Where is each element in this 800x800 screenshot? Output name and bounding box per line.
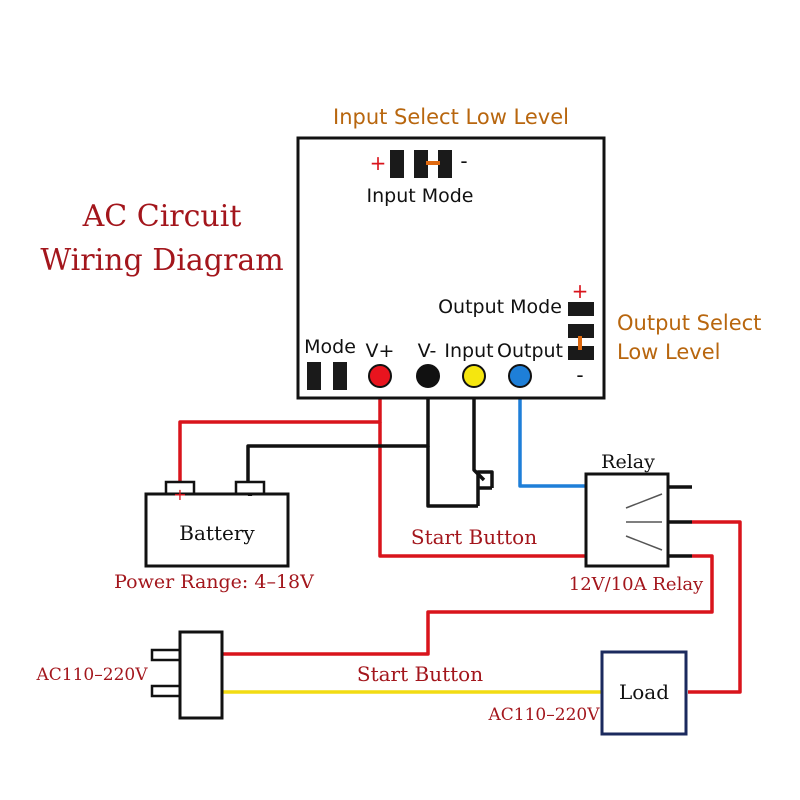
start-button-switch xyxy=(476,470,494,506)
input-mode-minus: - xyxy=(460,149,467,173)
mode-label: Mode xyxy=(304,336,356,358)
output-select-line2: Low Level xyxy=(617,340,720,364)
plug-voltage-label: AC110–220V xyxy=(36,665,149,685)
load-label: Load xyxy=(619,680,669,704)
module-body xyxy=(296,136,606,400)
title-line1: AC Circuit xyxy=(82,199,242,234)
plug-prong-bottom xyxy=(150,684,184,698)
battery-body xyxy=(144,492,290,568)
start-button-label: Start Button xyxy=(411,525,537,549)
output-jumper-pin-3 xyxy=(568,346,594,360)
input-mode-label: Input Mode xyxy=(366,185,473,207)
battery-minus-sign: - xyxy=(247,485,253,504)
wire-relay-plug xyxy=(222,554,714,656)
input-jumper-pin-1 xyxy=(390,150,404,178)
wire-vplus-battery xyxy=(178,388,382,488)
power-plug: AC110–220V xyxy=(36,630,224,720)
output-jumper-pin-1 xyxy=(568,302,594,316)
wire-vplus-relay xyxy=(378,422,590,558)
input-jumper-pin-3 xyxy=(438,150,452,178)
wires xyxy=(178,388,742,694)
battery: + - Battery xyxy=(144,480,290,568)
battery-label: Battery xyxy=(179,521,255,545)
relay: Relay 12V/10A Relay xyxy=(569,451,704,595)
load-voltage-label: AC110–220V xyxy=(488,705,601,725)
output-select-line1: Output Select xyxy=(617,311,761,335)
relay-contact-symbol xyxy=(625,493,663,551)
terminal-output xyxy=(508,364,532,388)
mode-switch-right xyxy=(333,362,347,390)
plug-body xyxy=(178,630,224,720)
wire-vminus-button xyxy=(426,446,478,508)
relay-spec-label: 12V/10A Relay xyxy=(569,574,704,595)
battery-plus-sign: + xyxy=(173,485,186,504)
wire-output-relay xyxy=(518,388,586,488)
output-mode-label: Output Mode xyxy=(438,296,562,318)
title-line2: Wiring Diagram xyxy=(40,243,283,278)
terminal-vminus xyxy=(416,364,440,388)
terminal-input xyxy=(462,364,486,388)
relay-body xyxy=(584,472,670,568)
terminal-label-vminus: V- xyxy=(418,340,437,362)
plug-prong-top xyxy=(150,648,184,662)
terminal-vplus xyxy=(368,364,392,388)
input-jumper-cap xyxy=(426,161,440,165)
input-select-label: Input Select Low Level xyxy=(333,105,569,129)
load: Load AC110–220V xyxy=(488,650,688,736)
load-body xyxy=(600,650,688,736)
terminal-label-vplus: V+ xyxy=(366,340,395,362)
output-mode-minus: - xyxy=(576,363,583,387)
output-jumper-cap xyxy=(578,336,582,350)
ac-start-button-label: Start Button xyxy=(357,662,483,686)
input-mode-plus: + xyxy=(370,151,387,175)
input-jumper-pin-2 xyxy=(414,150,428,178)
power-range-label: Power Range: 4–18V xyxy=(114,571,314,593)
output-mode-plus: + xyxy=(572,279,589,303)
terminal-label-input: Input xyxy=(444,340,493,362)
terminal-label-output: Output xyxy=(497,340,563,362)
mode-switch-left xyxy=(307,362,321,390)
output-jumper-pin-2 xyxy=(568,324,594,338)
relay-label: Relay xyxy=(601,451,655,473)
wire-vminus-battery xyxy=(246,388,430,488)
control-module: + - Input Mode Output Mode + - Mode V+ V… xyxy=(296,136,606,400)
wire-relay-load xyxy=(688,520,742,694)
wire-input-button xyxy=(472,388,486,482)
